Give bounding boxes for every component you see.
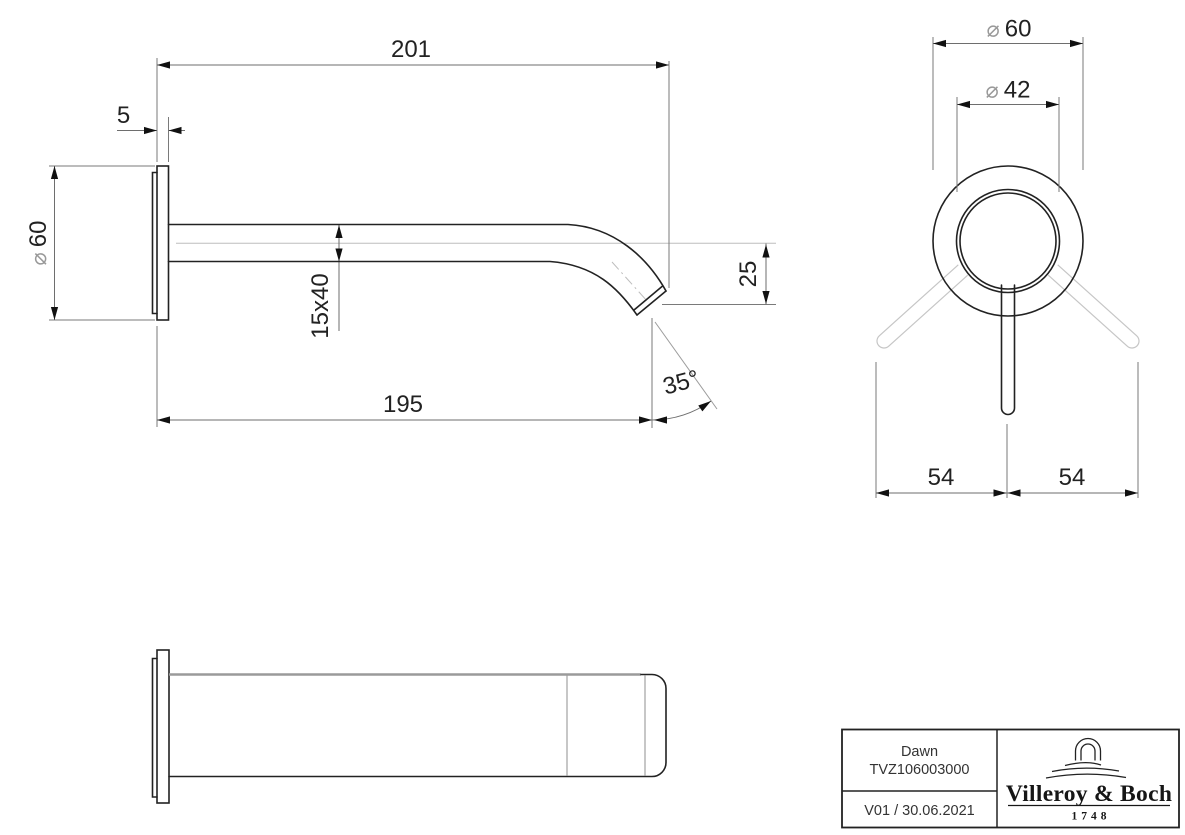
brand-founded: 1748 bbox=[1072, 811, 1111, 823]
dim-arrow bbox=[876, 489, 889, 497]
villeroy-boch-logo: Villeroy & Boch 1748 bbox=[1006, 737, 1172, 823]
dim-arrow bbox=[168, 126, 182, 135]
spout-bottom-outline bbox=[167, 260, 638, 316]
product-name: Dawn bbox=[901, 744, 938, 760]
dim-label-195: 195 bbox=[383, 391, 423, 418]
dim-arrow bbox=[654, 416, 667, 424]
dim-plate-diameter: ⌀60 bbox=[25, 166, 59, 320]
tap-ripples-icon bbox=[1045, 737, 1127, 779]
dim-arrow bbox=[1046, 100, 1059, 109]
handle-disc-inner bbox=[959, 192, 1057, 290]
dim-arrow bbox=[1007, 489, 1021, 497]
dim-arrow bbox=[1125, 489, 1138, 497]
dim-label-dia60-front: ⌀60 bbox=[987, 16, 1032, 43]
dim-label-201: 201 bbox=[391, 36, 431, 63]
dim-arrow bbox=[157, 61, 170, 69]
dim-arrow bbox=[656, 61, 669, 69]
dim-projection: 195 bbox=[157, 391, 652, 424]
article-number: TVZ106003000 bbox=[870, 762, 970, 778]
dim-arrow bbox=[50, 166, 59, 179]
dim-outlet-angle: 35° bbox=[651, 318, 718, 428]
dim-outlet-drop: 25 bbox=[735, 243, 770, 305]
dim-arrow bbox=[762, 291, 770, 304]
dim-arrow bbox=[335, 225, 343, 238]
dim-arrow bbox=[1070, 39, 1083, 48]
dim-label-54-right: 54 bbox=[1059, 464, 1086, 491]
dim-arrow bbox=[993, 489, 1007, 497]
lever-phantom-right bbox=[1047, 264, 1140, 349]
dim-arrow bbox=[933, 39, 946, 48]
dim-label-5: 5 bbox=[117, 102, 130, 129]
spout-outlet-rim bbox=[633, 285, 663, 311]
plan-view bbox=[151, 649, 667, 804]
lever-phantom-left bbox=[876, 264, 969, 349]
dim-plate-thickness: 5 bbox=[117, 102, 185, 135]
side-view: 201 5 ⌀60 15x40 25 bbox=[25, 36, 776, 428]
title-block: Dawn TVZ106003000 V01 / 30.06.2021 Ville… bbox=[841, 728, 1180, 829]
wall-plate-back-edge bbox=[151, 657, 158, 798]
dim-label-54-left: 54 bbox=[928, 464, 955, 491]
dim-label-25: 25 bbox=[735, 261, 762, 288]
dim-handle-swing: 54 54 bbox=[875, 362, 1139, 498]
lever-stem bbox=[1000, 284, 1016, 416]
outlet-axis-centerline bbox=[611, 261, 649, 303]
dim-arrow bbox=[335, 248, 343, 262]
dim-arrow bbox=[957, 100, 970, 109]
dim-arrow bbox=[762, 244, 770, 258]
dim-label-15x40: 15x40 bbox=[307, 273, 334, 338]
escutcheon-circle bbox=[932, 165, 1084, 317]
diameter-symbol: ⌀ bbox=[986, 79, 999, 104]
title-block-border bbox=[841, 728, 1180, 829]
dim-arrow bbox=[157, 416, 170, 424]
dim-handle-diameter: ⌀42 bbox=[956, 77, 1060, 192]
version-date: V01 / 30.06.2021 bbox=[864, 803, 974, 819]
diameter-symbol: ⌀ bbox=[27, 252, 52, 265]
wall-plate-back-edge bbox=[151, 171, 158, 315]
dim-label-dia42: ⌀42 bbox=[986, 77, 1031, 104]
dim-label-35deg: 35° bbox=[660, 365, 702, 400]
brand-name: Villeroy & Boch bbox=[1006, 781, 1172, 807]
spout-top-outline bbox=[167, 223, 667, 292]
front-view: ⌀60 ⌀42 54 54 bbox=[875, 16, 1140, 498]
wall-plate-plan bbox=[156, 649, 170, 804]
dim-arrow bbox=[50, 307, 59, 320]
spout-outlet-face bbox=[636, 290, 667, 316]
dim-arrow bbox=[144, 126, 157, 135]
dim-label-dia60-side: ⌀60 bbox=[25, 221, 52, 266]
diameter-symbol: ⌀ bbox=[987, 18, 1000, 43]
dim-total-length: 201 bbox=[157, 36, 669, 69]
dim-arrow bbox=[639, 416, 652, 424]
spout-plan-outline bbox=[168, 673, 667, 778]
dim-escutcheon-diameter: ⌀60 bbox=[932, 16, 1084, 170]
wall-plate-side bbox=[156, 165, 170, 321]
flow-direction-line bbox=[654, 321, 718, 410]
dim-spout-section: 15x40 bbox=[307, 224, 343, 339]
handle-disc-outer bbox=[955, 188, 1061, 294]
